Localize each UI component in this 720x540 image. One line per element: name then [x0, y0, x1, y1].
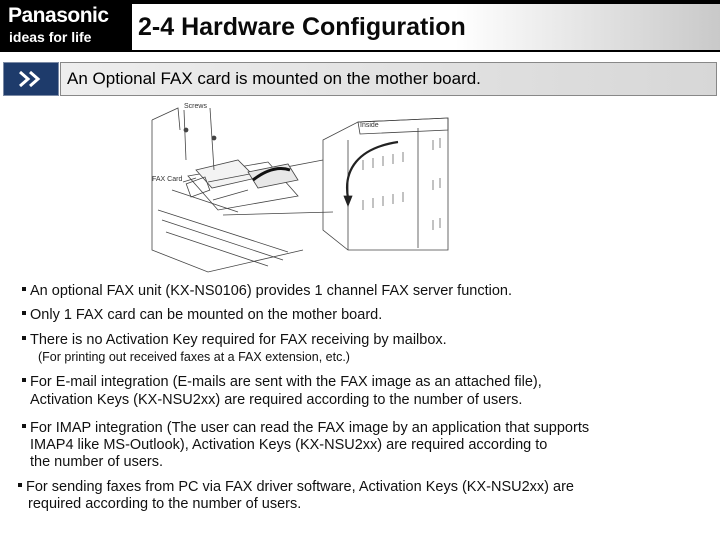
- bullet-fax-unit: An optional FAX unit (KX-NS0106) provide…: [22, 283, 512, 299]
- bullet-imap-integration-cont2: the number of users.: [30, 454, 163, 470]
- bullet-pc-fax-cont: required according to the number of user…: [28, 496, 302, 512]
- double-chevron-right-icon: [3, 62, 59, 96]
- label-inside: Inside: [360, 122, 379, 129]
- bullet-email-integration: For E-mail integration (E-mails are sent…: [22, 374, 542, 390]
- bullet-marker: [22, 336, 26, 341]
- bullet-note: (For printing out received faxes at a FA…: [38, 350, 350, 364]
- bullet-imap-integration: For IMAP integration (The user can read …: [22, 420, 589, 436]
- bullet-text: For E-mail integration (E-mails are sent…: [30, 374, 542, 390]
- bullet-one-card: Only 1 FAX card can be mounted on the mo…: [22, 307, 382, 323]
- hardware-diagram: Screws Inside FAX Card: [148, 100, 498, 276]
- subtitle-text: An Optional FAX card is mounted on the m…: [67, 69, 481, 88]
- page-title: 2-4 Hardware Configuration: [138, 13, 466, 41]
- bullet-email-integration-cont: Activation Keys (KX-NSU2xx) are required…: [30, 392, 523, 408]
- bullet-text: For IMAP integration (The user can read …: [30, 420, 590, 436]
- bullet-text: Only 1 FAX card can be mounted on the mo…: [30, 307, 383, 323]
- bullet-marker: [22, 311, 26, 316]
- bullet-marker: [18, 483, 22, 488]
- bullet-marker: [22, 378, 26, 383]
- bullet-no-activation-key: There is no Activation Key required for …: [22, 332, 447, 348]
- title-box: 2-4 Hardware Configuration: [132, 4, 720, 50]
- panasonic-logo: Panasonic ideas for life: [0, 0, 132, 52]
- label-fax-card: FAX Card: [152, 176, 183, 183]
- label-screws: Screws: [184, 103, 207, 110]
- bullet-text: For sending faxes from PC via FAX driver…: [26, 479, 574, 495]
- brand-tagline: ideas for life: [9, 29, 92, 45]
- bullet-text: An optional FAX unit (KX-NS0106) provide…: [30, 283, 512, 299]
- hardware-drawing: [151, 107, 449, 273]
- bullet-marker: [22, 287, 26, 292]
- bullet-text: There is no Activation Key required for …: [30, 332, 447, 348]
- brand-name: Panasonic: [8, 4, 109, 27]
- bullet-pc-fax: For sending faxes from PC via FAX driver…: [18, 479, 574, 495]
- subtitle-box: An Optional FAX card is mounted on the m…: [60, 62, 717, 96]
- header-bar: Panasonic ideas for life 2-4 Hardware Co…: [0, 0, 720, 52]
- bullet-marker: [22, 424, 26, 429]
- bullet-imap-integration-cont: IMAP4 like MS-Outlook), Activation Keys …: [30, 437, 548, 453]
